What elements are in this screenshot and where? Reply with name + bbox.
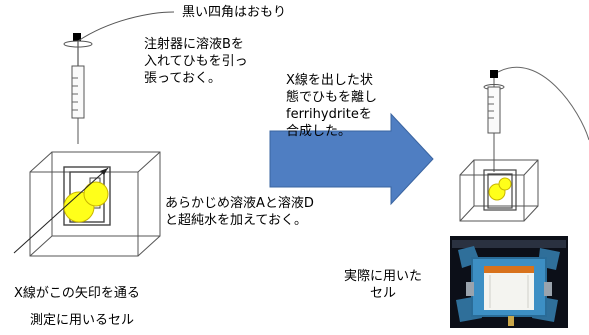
xray-release-line2: 態でひもを離し: [286, 90, 378, 105]
syringe-note-line2: 入れてひもを引っ: [144, 54, 248, 69]
process-arrow-icon: [269, 112, 434, 206]
right-cuvette-icon: [483, 169, 517, 211]
left-syringe-icon: [63, 11, 175, 144]
right-cell-cube: [459, 159, 539, 222]
syringe-note-line1: 注射器に溶液Bを: [144, 37, 244, 52]
actual-cell-label-line1: 実際に用いた: [344, 269, 423, 284]
left-weight-icon: [73, 33, 81, 41]
left-solution-circle-2: [83, 181, 109, 207]
right-syringe-icon: [483, 66, 589, 172]
premix-line1: あらかじめ溶液Aと溶液D: [165, 196, 314, 211]
weight-note: 黒い四角はおもり: [182, 5, 287, 20]
right-weight-icon: [490, 70, 498, 78]
right-solution-circle-2: [498, 177, 512, 191]
xray-path-label: X線がこの矢印を通る: [14, 286, 140, 301]
cell-caption: 測定に用いるセル: [30, 313, 135, 328]
xray-release-line3: ferrihydriteを: [286, 107, 372, 122]
xray-release-line4: 合成した。: [286, 124, 352, 139]
actual-cell-label-line2: セル: [370, 286, 397, 301]
syringe-note-line3: 張っておく。: [144, 71, 221, 86]
xray-release-line1: X線を出した状: [286, 73, 373, 88]
xray-path-arrow: [13, 167, 109, 254]
actual-cell-photo: [450, 236, 568, 328]
premix-line2: と超純水を加えておく。: [165, 213, 307, 228]
